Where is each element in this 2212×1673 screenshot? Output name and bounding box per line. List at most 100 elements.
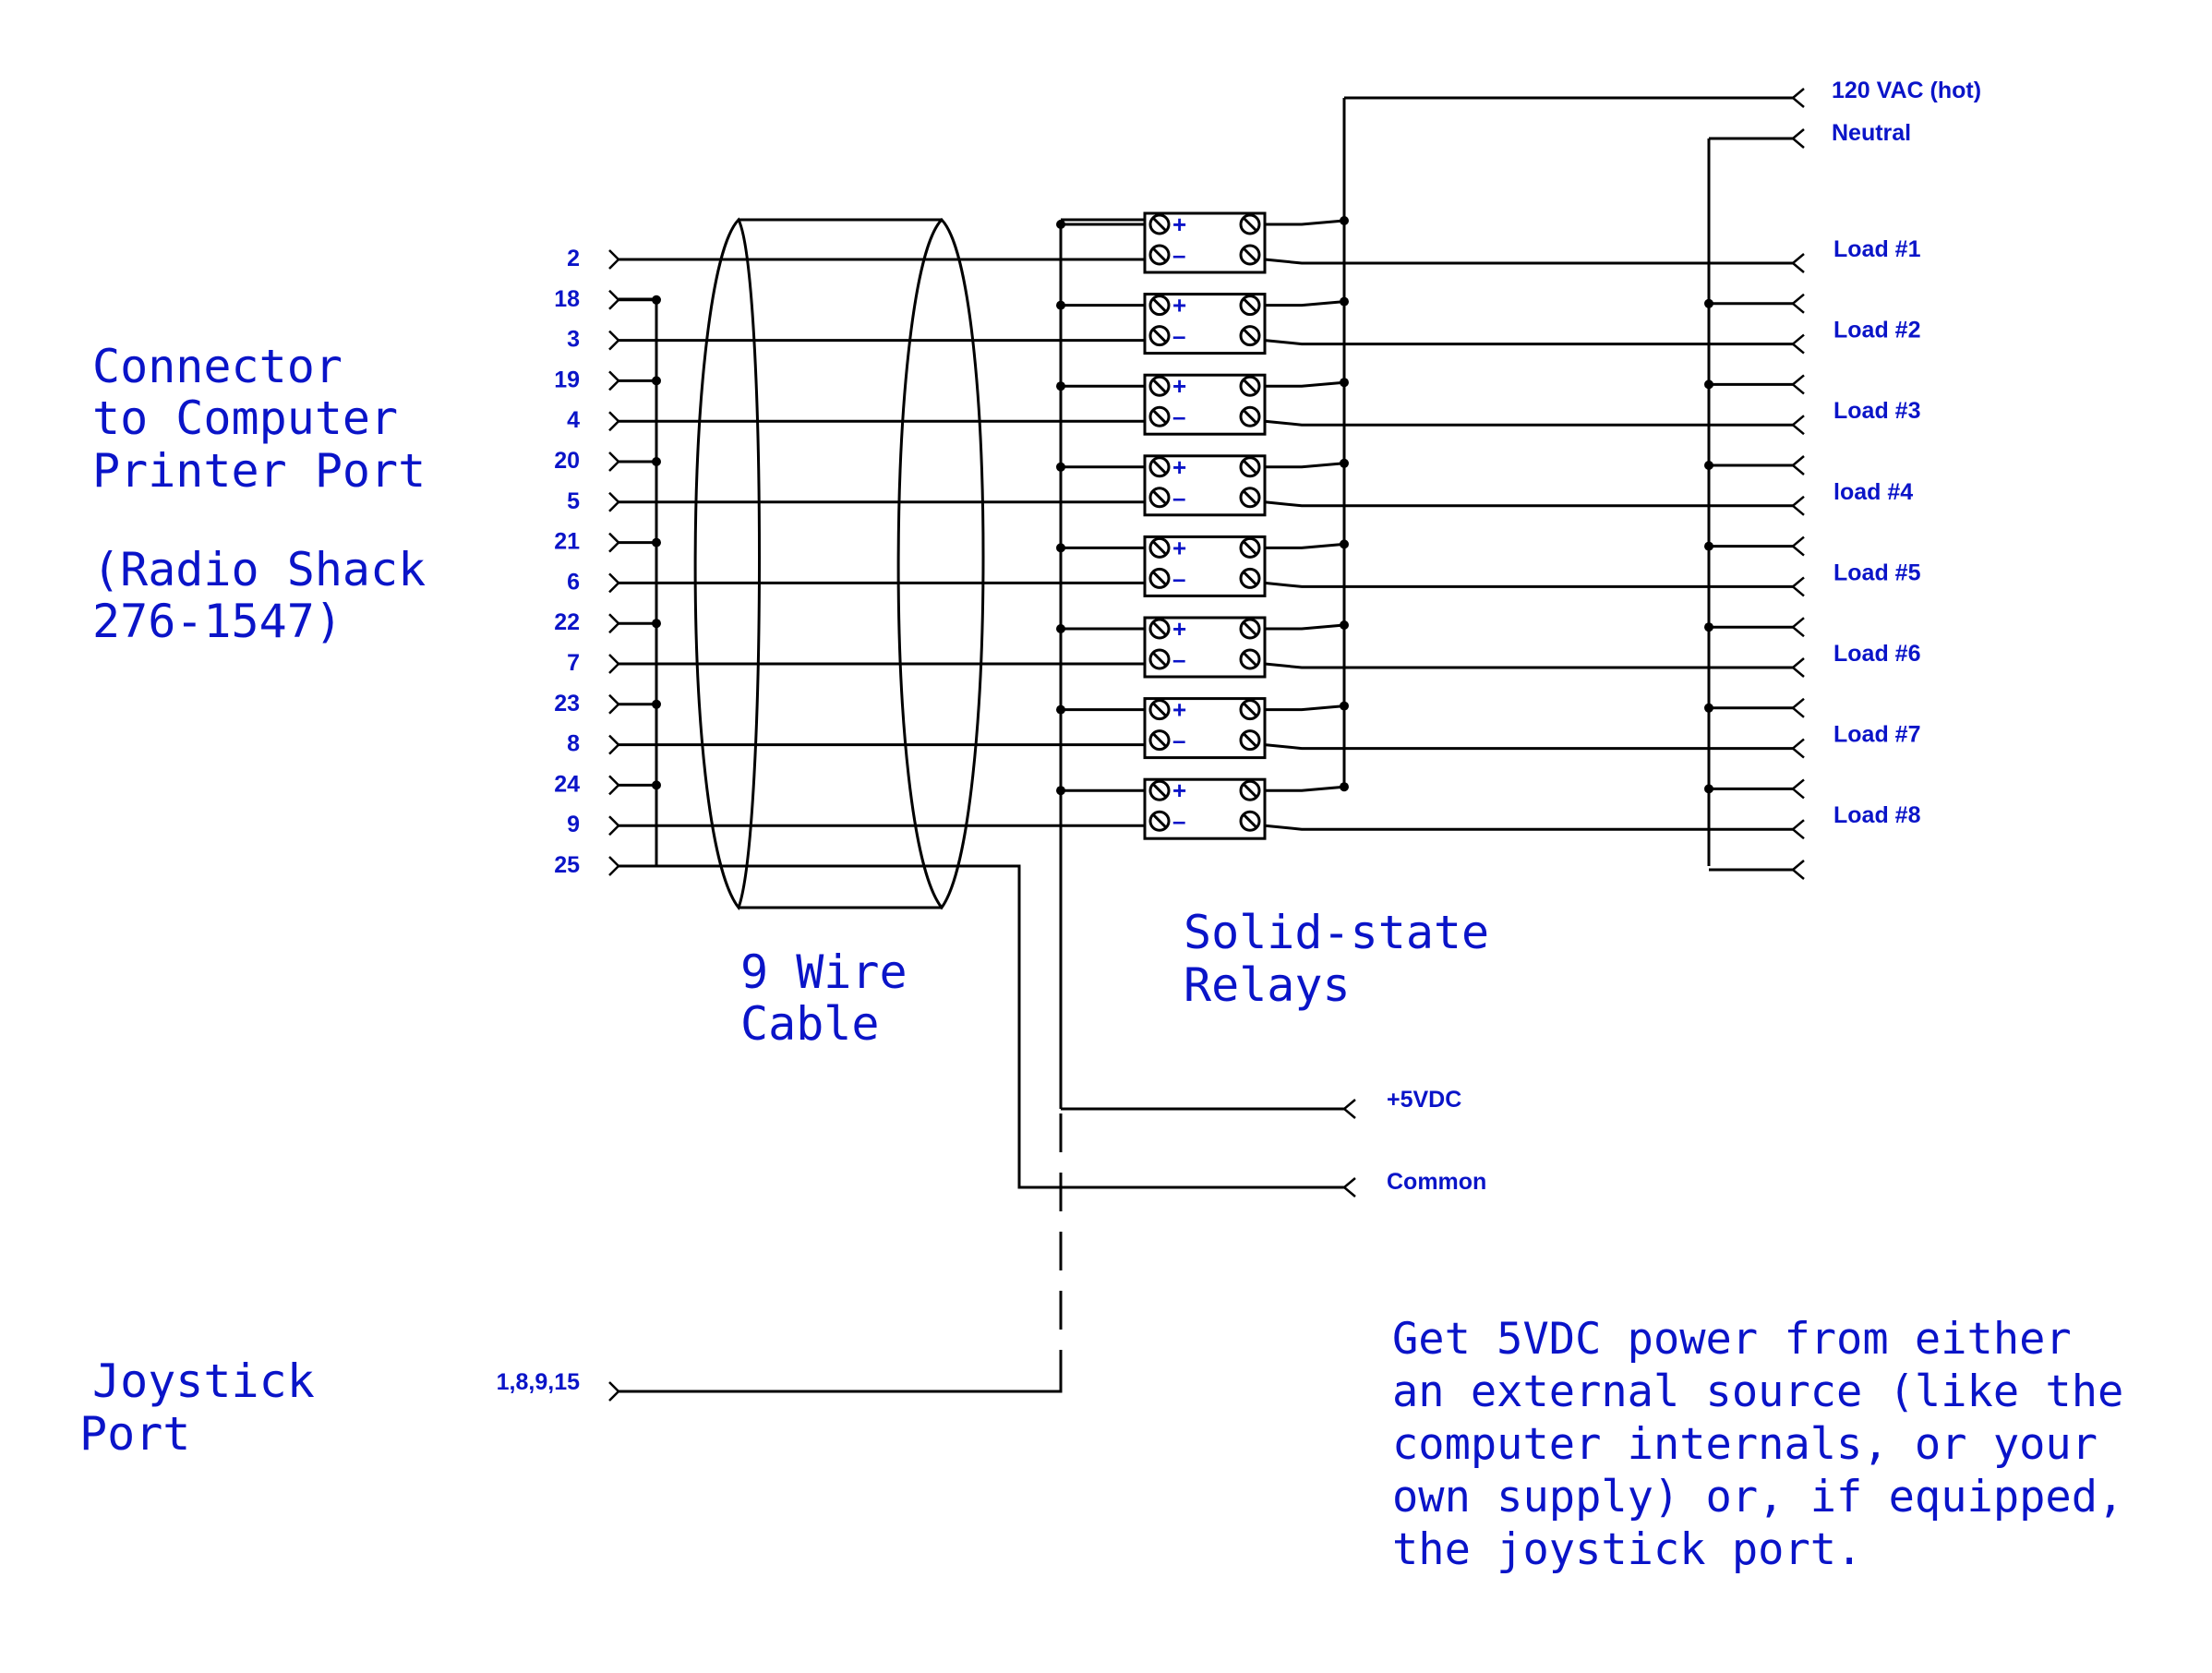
relay-plus-symbol: + bbox=[1172, 696, 1186, 724]
relays-label-line-2: Relays bbox=[1184, 958, 1351, 1012]
pin-connector-arrow bbox=[608, 491, 620, 512]
junction-dot bbox=[1056, 786, 1065, 796]
screw-terminal-icon bbox=[1239, 729, 1261, 752]
screw-slot bbox=[1242, 459, 1258, 475]
pin-connector-arrow bbox=[608, 532, 620, 553]
hot-feed bbox=[1265, 704, 1345, 712]
screw-slot bbox=[1242, 651, 1258, 668]
cable-left-ellipse bbox=[693, 217, 761, 911]
junction-dot bbox=[1056, 220, 1065, 229]
pin-label: 23 bbox=[554, 691, 580, 716]
screw-slot bbox=[1242, 783, 1258, 799]
junction-dot bbox=[1704, 379, 1713, 390]
pin-connector-arrow bbox=[608, 856, 620, 876]
connector-label: Connector to Computer Printer Port (Radi… bbox=[92, 340, 426, 648]
screw-terminal-icon bbox=[1239, 779, 1261, 801]
load-label: Load #6 bbox=[1833, 641, 1920, 667]
screw-slot bbox=[1242, 732, 1258, 748]
screw-terminal-icon bbox=[1239, 618, 1261, 640]
junction-dot bbox=[1056, 462, 1065, 472]
screw-slot bbox=[1151, 571, 1168, 586]
relay-minus-symbol: – bbox=[1172, 727, 1185, 754]
relay-plus-symbol: + bbox=[1172, 211, 1186, 238]
screw-slot bbox=[1151, 813, 1168, 829]
note-line-5: the joystick port. bbox=[1392, 1524, 1862, 1575]
relay-plus-symbol: + bbox=[1172, 292, 1186, 319]
hot-feed bbox=[1265, 300, 1345, 307]
screw-slot bbox=[1151, 459, 1168, 475]
screw-terminal-icon bbox=[1148, 456, 1171, 478]
screw-slot bbox=[1242, 216, 1258, 233]
junction-dot bbox=[1704, 622, 1713, 632]
screw-terminal-icon bbox=[1239, 456, 1261, 478]
load-wire bbox=[1264, 581, 1793, 588]
screw-terminal-icon bbox=[1148, 405, 1171, 427]
pin-label: 6 bbox=[567, 569, 580, 595]
screw-slot bbox=[1242, 540, 1258, 556]
screw-slot bbox=[1242, 702, 1258, 717]
screw-terminal-icon bbox=[1148, 295, 1171, 317]
load-arrow bbox=[1791, 253, 1805, 273]
note-line-4: own supply) or, if equipped, bbox=[1392, 1472, 2123, 1523]
relay-plus-symbol: + bbox=[1172, 453, 1186, 481]
load-arrow bbox=[1791, 576, 1805, 597]
screw-slot bbox=[1151, 620, 1168, 637]
hot-feed bbox=[1265, 219, 1345, 226]
hot-feed bbox=[1265, 542, 1345, 549]
junction-dot bbox=[1056, 704, 1065, 715]
note-line-2: an external source (like the bbox=[1392, 1366, 2123, 1417]
relay-5: +– bbox=[1056, 534, 1349, 597]
neutral-return-arrow bbox=[1791, 374, 1805, 395]
cable-right-ellipse bbox=[896, 217, 985, 910]
screw-terminal-icon bbox=[1239, 567, 1261, 589]
load-label: Load #7 bbox=[1833, 722, 1920, 748]
screw-slot bbox=[1151, 783, 1168, 799]
common-label: Common bbox=[1387, 1169, 1486, 1195]
pin-connector-arrow bbox=[608, 249, 620, 270]
load-label: Load #3 bbox=[1833, 398, 1920, 424]
junction-dot bbox=[1056, 543, 1065, 553]
neutral-return-arrow bbox=[1791, 778, 1805, 800]
neutral-return-arrow bbox=[1791, 860, 1805, 880]
screw-terminal-icon bbox=[1148, 567, 1171, 589]
relay-4: +– bbox=[1056, 453, 1349, 517]
screw-terminal-icon bbox=[1239, 405, 1261, 427]
screw-slot bbox=[1242, 620, 1258, 637]
screw-slot bbox=[1151, 489, 1168, 505]
connector-title-line-1: Connector bbox=[92, 340, 343, 393]
load-arrow bbox=[1791, 738, 1805, 759]
screw-terminal-icon bbox=[1148, 375, 1171, 397]
screw-slot bbox=[1242, 489, 1258, 505]
screw-slot bbox=[1151, 732, 1168, 748]
relay-plus-symbol: + bbox=[1172, 615, 1186, 643]
relay-2: +– bbox=[1056, 292, 1349, 355]
joystick-label-line-2: Port bbox=[79, 1407, 190, 1461]
pin-label: 3 bbox=[567, 327, 580, 353]
pin-label: 21 bbox=[554, 529, 580, 555]
load-wire bbox=[1264, 339, 1793, 346]
hot-feed bbox=[1265, 623, 1345, 631]
junction-dot bbox=[1056, 381, 1065, 391]
relay-minus-symbol: – bbox=[1172, 241, 1185, 269]
relay-7: +– bbox=[1056, 696, 1349, 760]
screw-terminal-icon bbox=[1239, 295, 1261, 317]
plus5-label: +5VDC bbox=[1387, 1087, 1461, 1113]
hot-arrow bbox=[1791, 88, 1805, 108]
pin-label: 25 bbox=[554, 852, 580, 878]
pin-label: 7 bbox=[567, 650, 580, 676]
relay-minus-symbol: – bbox=[1172, 322, 1185, 350]
screw-slot bbox=[1151, 702, 1168, 717]
pin-connector-arrow bbox=[608, 411, 620, 432]
junction-dot bbox=[1704, 784, 1713, 794]
screw-terminal-icon bbox=[1239, 213, 1261, 235]
load-wire bbox=[1264, 743, 1793, 751]
neutral-return-arrow bbox=[1791, 293, 1805, 314]
screw-slot bbox=[1242, 297, 1258, 313]
screw-slot bbox=[1151, 379, 1168, 394]
pin-connector-arrow bbox=[608, 613, 620, 634]
joystick-label-line-1: Joystick bbox=[92, 1354, 315, 1408]
load-arrow bbox=[1791, 819, 1805, 840]
screw-slot bbox=[1242, 571, 1258, 586]
